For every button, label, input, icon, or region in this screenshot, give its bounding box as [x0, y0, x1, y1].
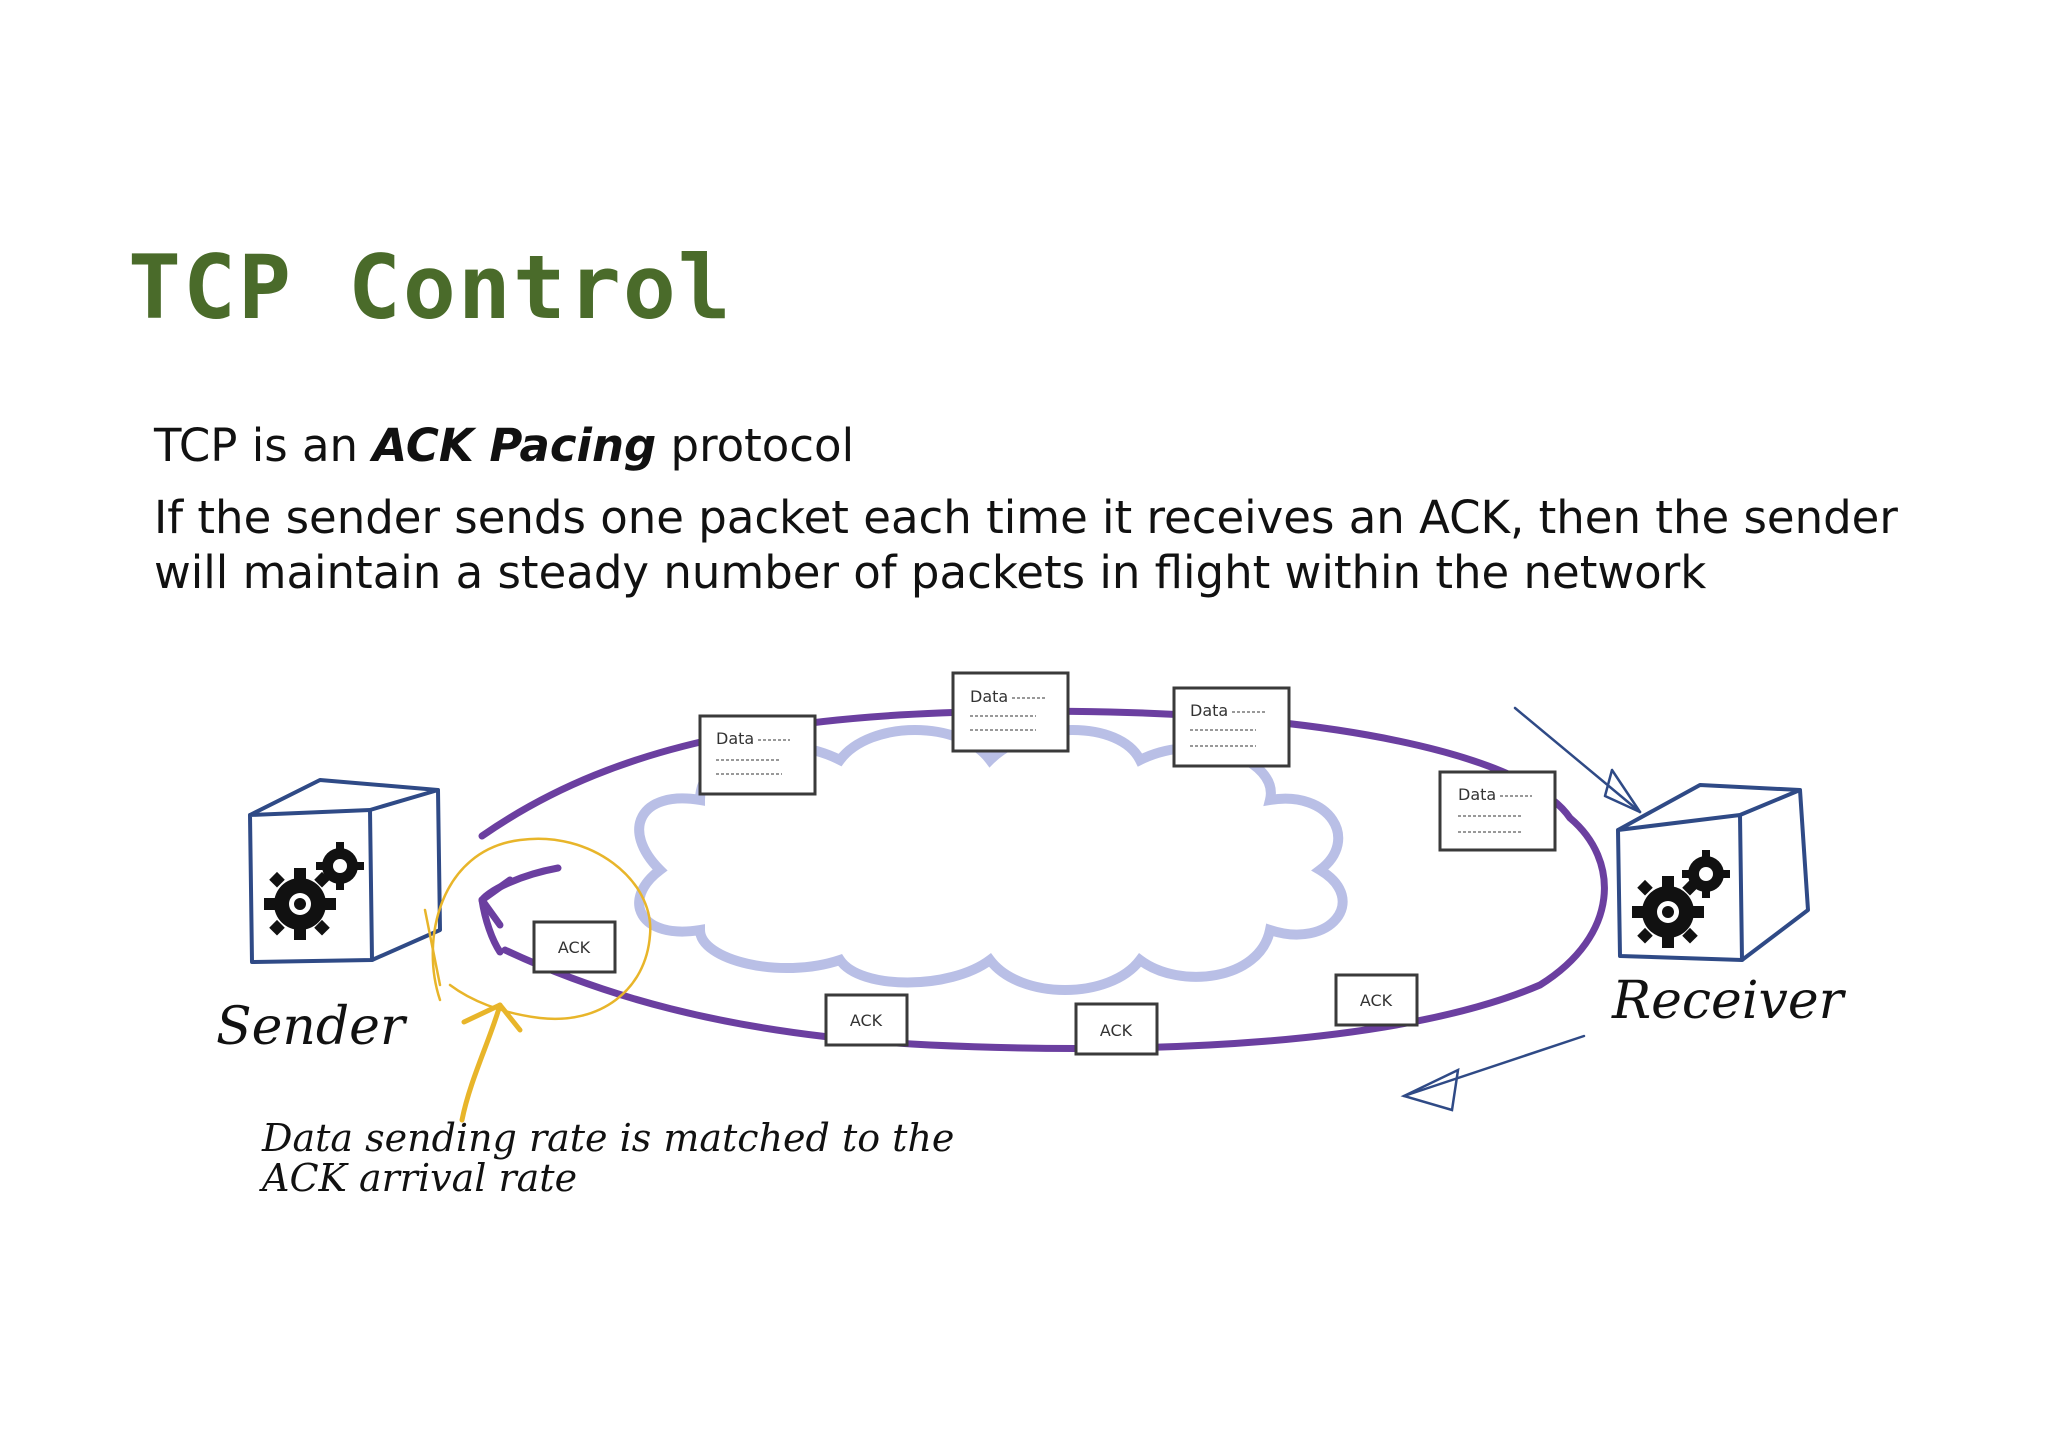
- receiver-gears-icon: [1632, 850, 1730, 948]
- data-packet-label: Data: [1190, 701, 1228, 720]
- receiver-label: Receiver: [1611, 971, 1847, 1031]
- data-packet: Data: [698, 714, 817, 796]
- data-packet-label: Data: [716, 729, 754, 748]
- bullet-ack-pacing: TCP is an ACK Pacing protocol: [154, 418, 854, 473]
- loop-arrowhead-icon: [478, 876, 514, 929]
- bullet-prefix: TCP is an: [154, 419, 373, 472]
- ack-packet-label: ACK: [1100, 1021, 1133, 1040]
- outgoing-arrow-icon: [1400, 1034, 1586, 1112]
- ack-highlight: [423, 837, 652, 1021]
- data-packet-label: Data: [970, 687, 1008, 706]
- receiver-node: [1616, 783, 1810, 962]
- sender-node: [248, 778, 442, 964]
- data-packet: Data: [1172, 686, 1291, 768]
- annotation-note: Data sending rate is matched to the ACK …: [262, 1116, 955, 1200]
- ack-packet: ACK: [824, 993, 909, 1047]
- ack-packet-label: ACK: [1360, 991, 1393, 1010]
- sender-gears-icon: [264, 842, 364, 940]
- ack-packet-label: ACK: [558, 938, 591, 957]
- slide-title: TCP Control: [128, 236, 733, 339]
- ack-packet: ACK: [1074, 1002, 1159, 1056]
- incoming-arrow-icon: [1513, 706, 1642, 814]
- network-cloud: [634, 725, 1348, 995]
- data-packet: Data: [951, 671, 1070, 753]
- ack-packet: ACK: [532, 920, 617, 974]
- ack-packet-label: ACK: [850, 1011, 883, 1030]
- ack-packet: ACK: [1334, 973, 1419, 1027]
- bullet-steady-flight: If the sender sends one packet each time…: [154, 491, 1898, 599]
- data-packet: Data: [1438, 770, 1557, 852]
- data-packet-label: Data: [1458, 785, 1496, 804]
- bullet-emphasis: ACK Pacing: [372, 419, 657, 472]
- bullet-suffix: protocol: [656, 419, 855, 472]
- annotation-arrow-icon: [459, 1002, 523, 1123]
- sender-label: Sender: [216, 997, 408, 1057]
